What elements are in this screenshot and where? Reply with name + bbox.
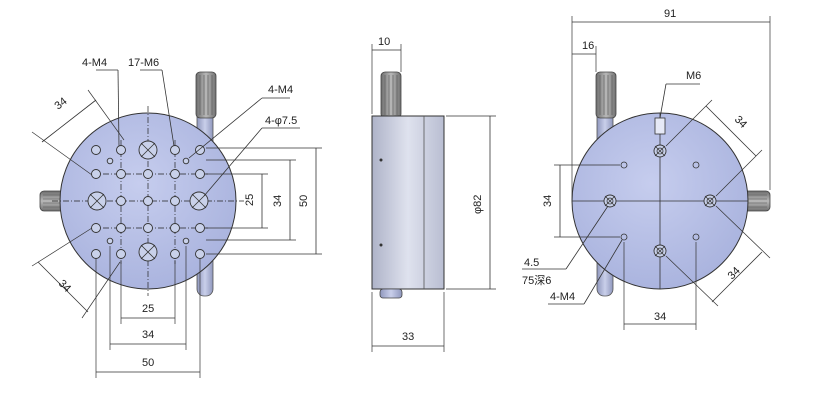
back-label-4-5: 4.5 — [524, 257, 539, 269]
side-dim-33: 33 — [402, 331, 414, 343]
back-top-knob — [595, 71, 617, 119]
side-bottom-stub — [379, 288, 403, 299]
front-m4-holes — [106, 157, 190, 245]
front-counterbore-holes — [87, 140, 209, 262]
back-counterbore-holes — [603, 144, 717, 258]
front-dim-34-lower-left: 34 — [56, 278, 73, 295]
back-label-4m4: 4-M4 — [550, 291, 575, 303]
back-label-m6: M6 — [686, 70, 701, 82]
front-top-knob — [195, 71, 217, 119]
front-dim-34-upper-left: 34 — [52, 95, 69, 112]
back-dim-34-bottom: 34 — [654, 311, 666, 323]
back-m4-holes — [620, 161, 700, 241]
front-label-4m4-right: 4-M4 — [268, 84, 293, 96]
side-view: 10 φ82 33 — [371, 36, 496, 352]
side-body — [371, 115, 445, 290]
front-label-17m6: 17-M6 — [128, 57, 159, 69]
back-right-knob — [741, 190, 771, 212]
back-m6-slot — [654, 117, 666, 135]
back-dim-34-lower-right: 34 — [726, 265, 743, 282]
side-top-knob — [380, 71, 402, 119]
front-dim-50-bottom: 50 — [142, 357, 154, 369]
back-dim-91: 91 — [664, 8, 676, 20]
front-label-4m4-top: 4-M4 — [82, 57, 107, 69]
back-dim-34-upper-right: 34 — [732, 114, 749, 131]
back-dim-16: 16 — [582, 40, 594, 52]
front-view: 4-M4 17-M6 4-M4 4-φ7.5 34 34 25 34 50 — [31, 57, 322, 378]
front-dim-34-right: 34 — [272, 195, 284, 207]
front-label-4phi: 4-φ7.5 — [265, 115, 297, 127]
back-view: 91 16 M6 34 34 34 34 4.5 75深6 — [522, 8, 771, 330]
front-dim-25-bottom: 25 — [142, 303, 154, 315]
front-dim-50-right: 50 — [298, 195, 310, 207]
back-label-75-depth: 75深6 — [522, 274, 551, 287]
front-dim-34-bottom: 34 — [142, 329, 154, 341]
front-dim-25-right: 25 — [244, 194, 256, 206]
side-dim-phi82: φ82 — [472, 195, 484, 214]
back-dim-34-left: 34 — [542, 195, 554, 207]
side-dim-10: 10 — [378, 36, 390, 48]
